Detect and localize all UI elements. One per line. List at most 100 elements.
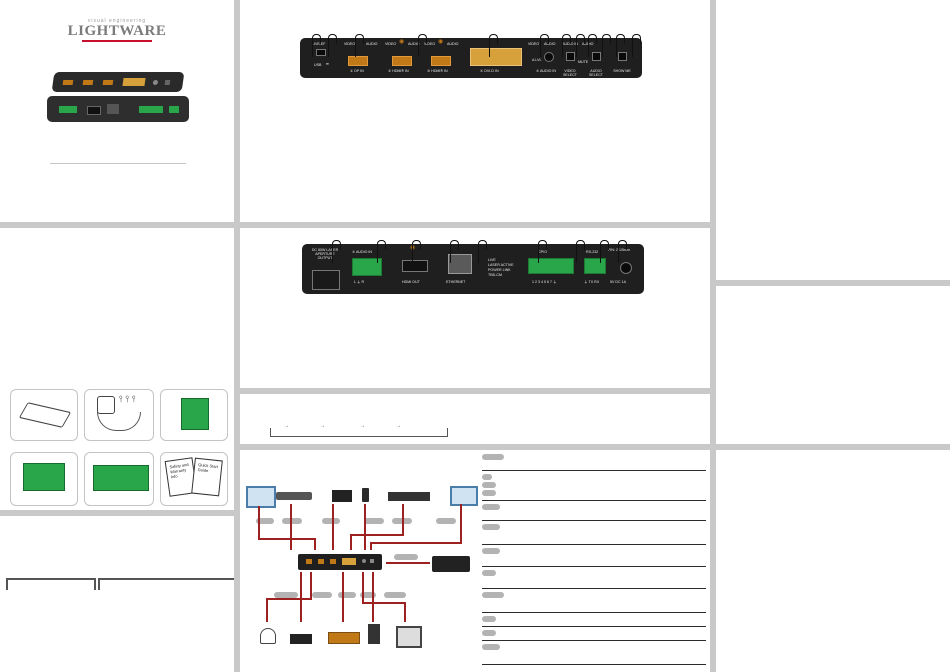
rear-callout-9 bbox=[618, 240, 627, 263]
conn-pill-3 bbox=[322, 518, 340, 524]
dvi-in-port bbox=[470, 48, 522, 66]
link-rack-down bbox=[350, 534, 352, 550]
acc-card-connector-5pole bbox=[10, 452, 78, 506]
label-audio-3: AUDIO bbox=[447, 42, 459, 46]
document-icon-2: Quick Start Guide bbox=[191, 457, 223, 497]
link-monitor bbox=[460, 504, 462, 542]
legend-line-4 bbox=[482, 544, 706, 545]
rs232-terminal bbox=[584, 258, 606, 274]
link-gpio-down bbox=[404, 602, 406, 622]
rear-view-panel: DC 80W LASER APERTURE OUTPUT ⑤ AUDIO IN … bbox=[240, 228, 710, 388]
callout-1 bbox=[312, 34, 321, 57]
label-rear-audio-in-sub: L ⏚ R bbox=[354, 280, 365, 284]
callout-12 bbox=[632, 34, 641, 57]
front-view-panel: LIVE/EF USB ⬌ VIDEO AUDIO ① DP IN VIDEO … bbox=[240, 0, 710, 222]
label-dp-in: ① DP IN bbox=[350, 69, 364, 73]
video-select-button[interactable] bbox=[566, 52, 575, 61]
legend-line-7 bbox=[482, 612, 706, 613]
callout-4 bbox=[418, 34, 427, 57]
callout-5 bbox=[489, 34, 498, 57]
label-usb-symbol: ⬌ bbox=[326, 62, 330, 66]
link-laptop-v bbox=[258, 506, 260, 538]
legend-line-10 bbox=[482, 664, 706, 665]
link-power-v bbox=[310, 572, 312, 598]
bluray-player-icon bbox=[276, 492, 312, 500]
plug-icon: ⫯ ⫯ ⫯ bbox=[119, 394, 136, 404]
ethernet-port bbox=[448, 254, 472, 274]
link-laptop-h bbox=[258, 538, 314, 540]
rear-callout-5 bbox=[478, 240, 487, 263]
legend-pill-8 bbox=[482, 570, 496, 576]
device-icon bbox=[18, 402, 72, 428]
rear-callout-7 bbox=[576, 240, 585, 263]
acc-card-device bbox=[10, 389, 78, 441]
legend-pill-10 bbox=[482, 616, 496, 622]
conn-pill-b3 bbox=[338, 592, 356, 598]
laser-aperture-output bbox=[312, 270, 340, 290]
legend-pill-4 bbox=[482, 490, 496, 496]
link-gpio-h bbox=[362, 602, 406, 604]
brand-underline bbox=[82, 40, 152, 42]
front-panel-device: LIVE/EF USB ⬌ VIDEO AUDIO ① DP IN VIDEO … bbox=[300, 38, 642, 78]
rack-mount-panel bbox=[0, 516, 234, 672]
label-audio-1: AUDIO bbox=[366, 42, 378, 46]
legend-line-5 bbox=[482, 566, 706, 567]
label-rs232-sub: ⏚ TX RX bbox=[584, 280, 600, 284]
conn-pill-4 bbox=[364, 518, 384, 524]
rear-callout-8 bbox=[600, 240, 609, 263]
label-video-4: VIDEO bbox=[528, 42, 540, 46]
callout-8 bbox=[576, 34, 585, 57]
flow-arrow-4: → bbox=[396, 423, 401, 429]
hdmi2-in-port bbox=[431, 56, 451, 66]
label-rs232: RS-232 bbox=[586, 250, 599, 254]
product-rear-view bbox=[47, 96, 189, 122]
callout-2 bbox=[328, 34, 337, 57]
doc-text-1: Safety and Warranty Info bbox=[169, 461, 189, 480]
mobile-icon bbox=[362, 488, 369, 502]
legend-pill-3 bbox=[482, 482, 496, 488]
product-front-view bbox=[51, 72, 185, 92]
conn-pill-b1 bbox=[274, 592, 298, 598]
rear-callout-3 bbox=[412, 240, 421, 263]
acc-card-connector-3pole bbox=[160, 389, 228, 441]
conn-pill-2 bbox=[282, 518, 302, 524]
legend-pill-9 bbox=[482, 592, 504, 598]
label-hdmi2-in: ③ HDMI® IN bbox=[427, 69, 448, 73]
legend-line-6 bbox=[482, 588, 706, 589]
label-usb: USB bbox=[314, 63, 322, 67]
link-control bbox=[386, 562, 430, 564]
right-middle-panel bbox=[716, 286, 950, 444]
flow-arrow-2: → bbox=[320, 423, 325, 429]
legend-pill-7 bbox=[482, 548, 500, 554]
label-audio-in-top: AUDIO IN bbox=[562, 42, 578, 46]
legend-pill-1 bbox=[482, 454, 504, 460]
label-audio-2: AUDIO bbox=[408, 42, 420, 46]
link-ethernet bbox=[372, 572, 374, 622]
cover-divider bbox=[50, 163, 186, 164]
connector-8pole-icon bbox=[93, 465, 149, 491]
conn-pill-6 bbox=[436, 518, 456, 524]
label-mute: MUTE bbox=[578, 60, 589, 64]
legend-line-1 bbox=[482, 470, 706, 471]
rack-shelf-half bbox=[6, 578, 96, 590]
flow-bracket bbox=[270, 428, 448, 437]
flow-arrow-1: → bbox=[284, 423, 289, 429]
show-me-button[interactable] bbox=[618, 52, 627, 61]
flow-panel: → → → → bbox=[240, 394, 710, 444]
doc-text-2: Quick Start Guide bbox=[197, 462, 219, 474]
label-live-2: LASER ACTIVE bbox=[488, 263, 514, 267]
legend-line-2 bbox=[482, 500, 706, 501]
link-gpio-v bbox=[362, 572, 364, 602]
dp-in-port bbox=[348, 56, 368, 66]
callout-11 bbox=[616, 34, 625, 57]
label-gpio-pins: 1 2 3 4 5 6 7 ⏚ bbox=[532, 280, 557, 284]
label-show-me: SHOW ME bbox=[613, 69, 631, 73]
label-dc-title: DC 80W LASER APERTURE OUTPUT bbox=[311, 248, 339, 260]
conn-pill-b4 bbox=[360, 592, 376, 598]
label-audio-in-sub: A.LVL bbox=[532, 58, 542, 62]
cover-panel: visual engineering LIGHTWARE bbox=[0, 0, 234, 222]
link-audio bbox=[342, 572, 344, 622]
audio-select-button[interactable] bbox=[592, 52, 601, 61]
audio-terminal-icon bbox=[328, 632, 360, 644]
link-hdmi-out bbox=[300, 572, 302, 622]
